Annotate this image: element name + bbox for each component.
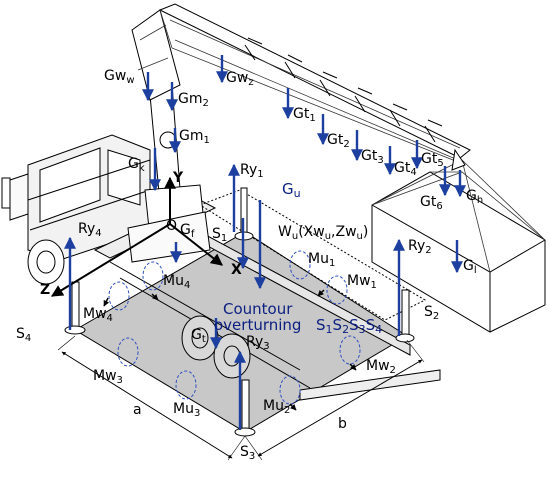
mw2-ellipse (339, 335, 361, 365)
label-s1: S1 (212, 226, 227, 244)
label-mw2: Mw2 (366, 358, 396, 376)
truck-wheel-front (27, 239, 65, 285)
label-wu: Wu(Xwu,Zwu) (278, 224, 368, 242)
label-s4: S4 (16, 326, 31, 344)
label-mw3: Mw3 (93, 368, 123, 386)
label-mu2: Mu2 (263, 398, 290, 416)
label-gf: Gf (180, 222, 195, 240)
label-origin: O (166, 218, 177, 234)
label-gl: Gl (463, 258, 477, 276)
label-gk: Gk (128, 156, 145, 174)
label-contour-supports: S1S2S3S4 (316, 316, 382, 336)
outrigger-s2 (395, 289, 415, 343)
label-contour-line1: Countour (223, 300, 293, 318)
label-dim-b: b (338, 416, 347, 432)
label-gt3: Gt3 (361, 148, 384, 166)
label-gh: Gh (466, 188, 483, 206)
crane-column (127, 9, 211, 263)
label-ry2: Ry2 (408, 238, 432, 256)
label-mw4: Mw4 (83, 306, 113, 324)
label-axis-y: Y (172, 170, 184, 186)
label-mu4: Mu4 (163, 273, 190, 291)
label-mu1: Mu1 (308, 251, 335, 269)
mu2-ellipse (279, 375, 301, 405)
label-contour-line2: overturning (214, 316, 301, 334)
coordinate-axes (50, 176, 223, 297)
mu4-ellipse (142, 261, 164, 291)
label-gt2: Gt2 (327, 132, 350, 150)
label-gt: Gt (191, 327, 206, 345)
label-gm2: Gm2 (178, 91, 209, 109)
mw4-ellipse (108, 281, 130, 311)
label-ry1: Ry1 (240, 162, 264, 180)
label-mw1: Mw1 (347, 273, 377, 291)
moment-ellipses (108, 250, 361, 405)
label-gm1: Gm1 (179, 128, 210, 146)
truck-wheel-rear-2 (213, 333, 251, 379)
dimension-a (57, 335, 246, 461)
moment-arrows (103, 289, 357, 411)
force-arrows (64, 55, 466, 430)
label-mu3: Mu3 (173, 401, 200, 419)
mu3-ellipse (175, 370, 197, 400)
label-axis-x: X (231, 262, 242, 278)
label-axis-z: Z (40, 282, 50, 298)
label-s3: S3 (240, 444, 255, 462)
crane-boom (158, 3, 471, 171)
label-gw-w: Gww (104, 68, 135, 86)
label-gt6: Gt6 (420, 194, 443, 212)
label-gt4: Gt4 (394, 160, 417, 178)
label-dim-a: a (133, 402, 142, 418)
label-s2: S2 (424, 304, 439, 322)
label-ry4: Ry4 (78, 221, 102, 239)
mu1-ellipse (289, 250, 311, 280)
mw1-ellipse (326, 275, 348, 305)
label-gu: Gu (282, 180, 301, 200)
label-gt5: Gt5 (421, 151, 444, 169)
label-gw-z: Gwz (226, 70, 254, 88)
label-ry3: Ry3 (246, 334, 270, 352)
load-container (371, 159, 546, 333)
truck-cab (1, 134, 151, 261)
dimension-b (244, 339, 425, 461)
mw3-ellipse (117, 337, 139, 367)
label-gt1: Gt1 (293, 106, 316, 124)
